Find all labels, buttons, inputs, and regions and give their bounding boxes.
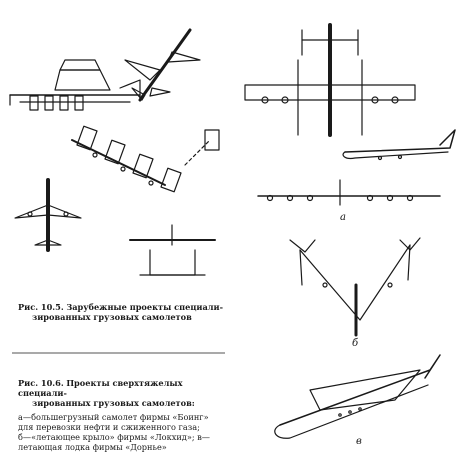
high-wing-cargo-drawing: [129, 224, 216, 276]
lockheed-flying-wing-drawing: [289, 237, 421, 337]
figure-10-6-number: Рис. 10.6.: [18, 378, 64, 388]
sublabel-b: б: [352, 338, 359, 349]
figure-10-5-line2: зированных грузовых самолетов: [32, 312, 192, 322]
figure-10-6-line2: зированных грузовых самолетов:: [32, 398, 195, 408]
boeing-front-view-drawing: [257, 179, 441, 206]
boeing-heavy-freighter-drawing: [244, 23, 416, 137]
sublabel-a: а: [340, 212, 346, 223]
modular-cargo-train-drawing: [71, 125, 220, 193]
dornier-flying-boat-drawing: [274, 354, 441, 439]
figure-10-6-legend4: летающая лодка фирмы «Дорнье»: [18, 442, 167, 452]
cargo-pod-aircraft-drawing: [9, 59, 141, 111]
figure-10-6-legend3: б—«летающее крыло» фирмы «Локхид»; в—: [18, 432, 210, 442]
caption-figure-10-6: Рис. 10.6. Проекты сверхтяжелых специали…: [18, 378, 233, 452]
figure-10-6-legend1: а—большегрузный самолет фирмы «Боинг»: [18, 412, 209, 422]
sublabel-v: в: [356, 436, 362, 447]
figure-10-5-line1: Зарубежные проекты специали-: [66, 302, 223, 312]
caption-figure-10-5: Рис. 10.5. Зарубежные проекты специали- …: [18, 302, 233, 322]
airliner-top-view-drawing: [14, 178, 82, 252]
boeing-side-view-drawing: [342, 129, 456, 161]
jet-transport-drawing: [124, 28, 201, 102]
figure-10-6-line1: Проекты сверхтяжелых специали-: [18, 378, 183, 398]
figure-10-6-legend2: для перевозки нефти и сжиженного газа;: [18, 422, 200, 432]
figure-10-5-number: Рис. 10.5.: [18, 302, 64, 312]
